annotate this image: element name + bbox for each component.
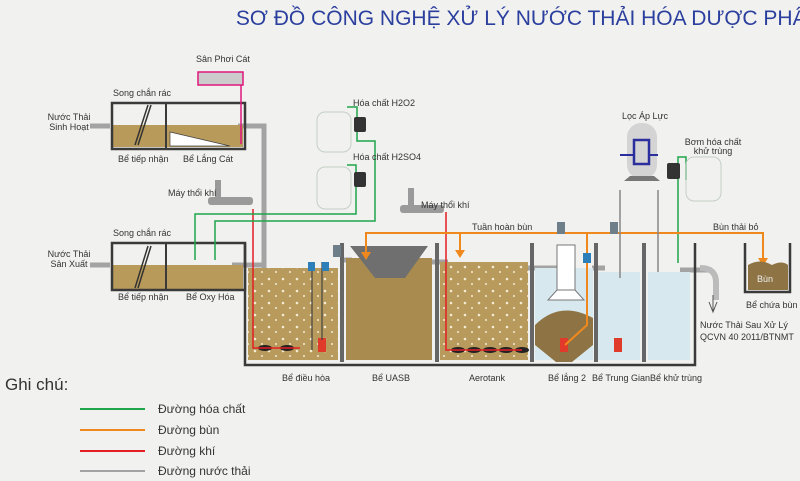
sludge-tank-label: Bể chứa bùn: [746, 300, 798, 310]
top-receiving-label: Bể tiếp nhận: [118, 154, 169, 164]
blower-icon: [208, 180, 444, 213]
legend-item-sludge: Đường bùn: [158, 423, 219, 437]
top-screen-label: Song chắn rác: [113, 88, 172, 98]
sand-drying-bed: [197, 71, 244, 86]
bottom-receiving-label: Bể tiếp nhận: [118, 292, 169, 302]
output-label-1: Nước Thải Sau Xử Lý: [700, 320, 788, 330]
valves: [333, 222, 618, 263]
bottom-row-tanks: [110, 241, 247, 292]
diagram-title: SƠ ĐỒ CÔNG NGHỆ XỬ LÝ NƯỚC THẢI HÓA DƯỢC…: [236, 6, 800, 30]
dosing-pumps: [354, 117, 680, 187]
tank-label-settling: Bể lắng 2: [548, 373, 586, 383]
tank-label-intermediate: Bể Trung Gian: [592, 373, 650, 383]
output-label-2: QCVN 40 2011/BTNMT: [700, 332, 794, 342]
labels: Nước Thải Sinh Hoạt Nước Thải Sản Xuất S…: [48, 54, 798, 383]
legend-item-chemical: Đường hóa chất: [158, 402, 246, 416]
input-industrial-2: Sản Xuất: [50, 259, 88, 269]
input-industrial-1: Nước Thải: [48, 249, 91, 259]
blower1-label: Máy thổi khí: [168, 188, 217, 198]
disinfect-pump-label-1: Bơm hóa chất: [685, 137, 742, 147]
disinfect-pump-label-2: khử trùng: [694, 146, 733, 156]
chem2-label: Hóa chất H2SO4: [353, 152, 421, 162]
outlet-pipe: [699, 265, 719, 300]
legend-title: Ghi chú:: [5, 375, 68, 394]
tank-label-aerotank: Aerotank: [469, 373, 506, 383]
sand-bed-label: Sân Phơi Cát: [196, 54, 250, 64]
outlet-arrow-icon: [708, 295, 718, 314]
air-lines: [252, 209, 522, 351]
pressure-filter: [619, 123, 660, 278]
sludge-label: Bùn: [757, 274, 773, 284]
sludge-return-label: Tuần hoàn bùn: [472, 222, 532, 232]
chemical-tanks: [316, 111, 722, 210]
tank-label-equalization: Bể điều hòa: [282, 373, 330, 383]
pressure-filter-label: Lọc Áp Lực: [622, 111, 669, 121]
legend-item-air: Đường khí: [158, 444, 216, 458]
top-row-tanks: [110, 101, 247, 151]
tank-label-disinfection: Bể khử trùng: [650, 373, 702, 383]
legend: Ghi chú: Đường hóa chất Đường bùn Đường …: [5, 375, 251, 478]
oxidation-tank-label: Bể Oxy Hóa: [186, 292, 235, 302]
bottom-screen-label: Song chắn rác: [113, 228, 172, 238]
sludge-tank: Bùn: [743, 243, 792, 294]
input-domestic-1: Nước Thải: [48, 112, 91, 122]
legend-item-wastewater: Đường nước thải: [158, 464, 251, 478]
tank-label-uasb: Bể UASB: [372, 373, 410, 383]
blower2-label: Máy thổi khí: [421, 200, 470, 210]
chemical-lines: [194, 106, 687, 263]
sludge-waste-label: Bùn thải bỏ: [713, 222, 759, 232]
chem1-label: Hóa chất H2O2: [353, 98, 415, 108]
grit-tank-label: Bể Lắng Cát: [183, 154, 234, 164]
input-domestic-2: Sinh Hoạt: [49, 122, 89, 132]
main-basin: [243, 243, 697, 367]
